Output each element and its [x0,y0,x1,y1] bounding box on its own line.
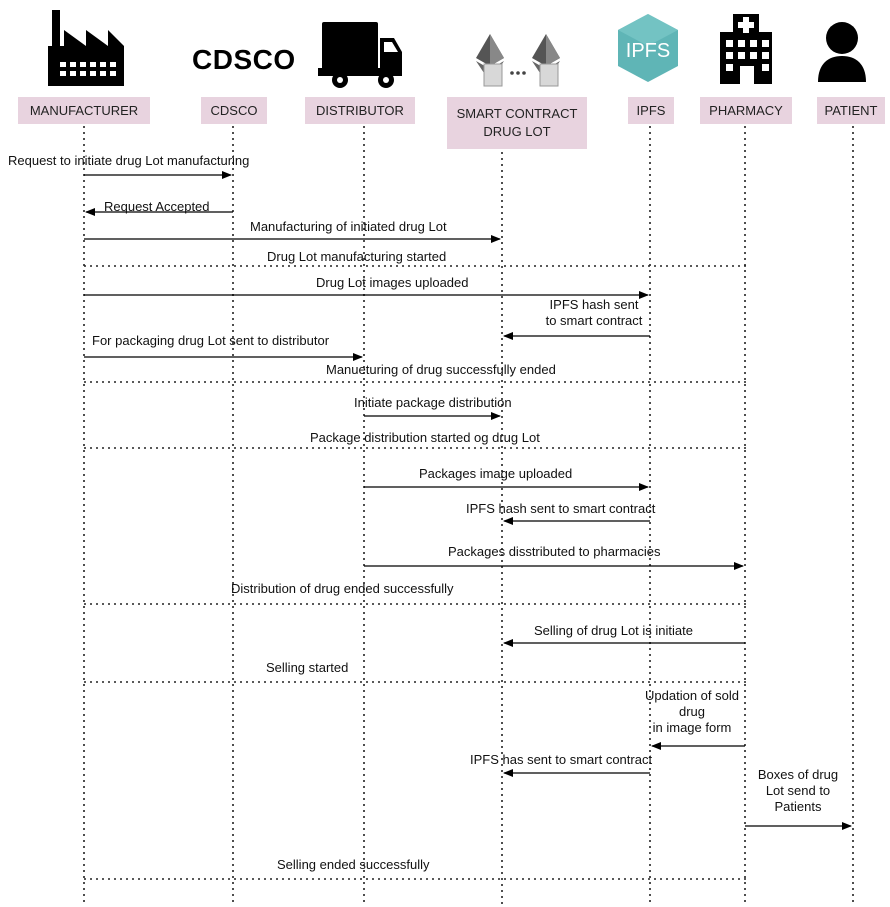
actor-label-ipfs: IPFS [628,97,674,124]
lifelines [83,126,854,905]
message-label: For packaging drug Lot sent to distribut… [92,333,330,348]
actor-label-patient: PATIENT [817,97,885,124]
message-label: IPFS hash sent to smart contract [545,297,643,328]
ipfs-logo-text: IPFS [626,40,670,62]
message-label: Manufacturing of initiated drug Lot [250,219,447,234]
hospital-icon [720,14,772,84]
message-label: Drug Lot images uploaded [316,275,469,290]
message-label: Initiate package distribution [354,395,512,410]
separators [84,265,748,880]
actor-label-distributor: DISTRIBUTOR [305,97,415,124]
message-label: IPFS hash sent to smart contract [466,501,656,516]
actor-label-manufacturer: MANUFACTURER [18,97,150,124]
ipfs-icon: IPFS [618,14,678,82]
message-label: Boxes of drug Lot send to Patients [757,767,839,814]
factory-icon [48,10,124,86]
message-label: IPFS has sent to smart contract [470,752,653,767]
person-icon [818,22,866,82]
actor-label-smart-contract: SMART CONTRACT DRUG LOT [447,97,587,149]
message-label: Updation of sold drug in image form [645,688,739,735]
cdsco-logo: CDSCO [192,44,296,75]
phase-label: Selling ended successfully [277,857,430,872]
phase-label: Package distribution started og drug Lot [310,430,540,445]
phase-label: Manueturing of drug successfully ended [326,362,556,377]
message-label: Request Accepted [104,199,210,214]
message-label: Packages image uploaded [419,466,573,481]
actor-label-pharmacy: PHARMACY [700,97,792,124]
message-arrows [84,171,852,830]
truck-icon [318,22,402,88]
phase-label: Selling started [266,660,349,675]
phase-label: Drug Lot manufacturing started [267,249,447,264]
actor-label-cdsco: CDSCO [201,97,267,124]
ethereum-icon [476,34,560,87]
message-label: Packages disstributed to pharmacies [448,544,661,559]
message-label: Request to initiate drug Lot manufacturi… [8,153,250,168]
phase-label: Distribution of drug ended successfully [231,581,454,596]
message-label: Selling of drug Lot is initiate [534,623,693,638]
